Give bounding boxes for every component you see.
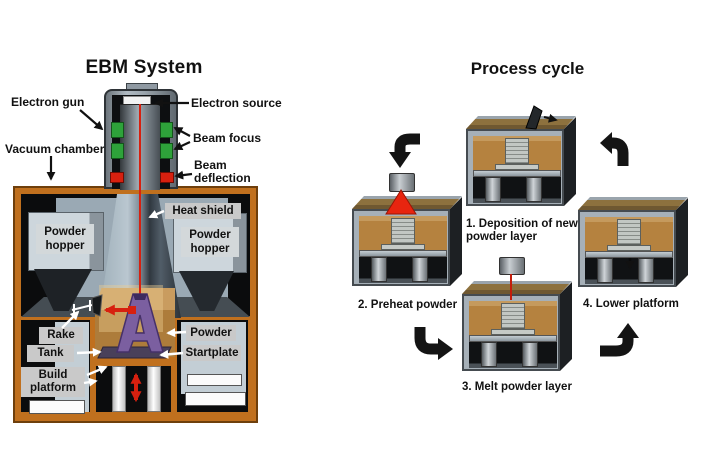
- process-box-deposition: [466, 116, 576, 206]
- beam-deflection-coil: [110, 172, 124, 183]
- melt-zone: [99, 285, 163, 332]
- tank-rim: [96, 357, 171, 366]
- cycle-arrow-2-to-3: [414, 327, 453, 360]
- beam-focus-label: Beam focus: [193, 131, 262, 145]
- piston-pit: [473, 177, 561, 203]
- vacuum-chamber-label: Vacuum chamber: [5, 142, 105, 156]
- electron-gun-label: Electron gun: [11, 95, 85, 109]
- step-1-label: 1. Deposition of new powder layer: [466, 218, 578, 243]
- powder-label: Powder: [186, 325, 236, 341]
- beam-deflection-arrow: [174, 170, 193, 180]
- electron-gun-arrow: [79, 109, 104, 131]
- cycle-arrow-1-to-2: [389, 133, 420, 168]
- beam-deflection-coil: [160, 172, 174, 183]
- beam-focus-coil: [160, 122, 173, 138]
- ebm-system-title: EBM System: [85, 57, 203, 78]
- platform-piston-right: [147, 366, 161, 412]
- box-front-face: [466, 129, 564, 206]
- cycle-arrow-4-to-1: [600, 132, 629, 166]
- beam-deflection-label: Beam deflection: [194, 158, 251, 185]
- piston: [485, 177, 502, 202]
- beam-focus-coil: [160, 143, 173, 159]
- platform-piston-left: [112, 366, 126, 412]
- tank-label: Tank: [27, 345, 74, 362]
- powder-bed: [473, 136, 561, 170]
- process-box-lower: [578, 197, 688, 287]
- cycle-arrow-3-to-4: [600, 323, 639, 357]
- preheat-gun: [389, 173, 415, 192]
- beam-focus-coil: [111, 143, 124, 159]
- build-platform-bar-left: [29, 400, 85, 414]
- heat-shield-label: Heat shield: [165, 203, 241, 219]
- powder-hopper-right-label: Powder hopper: [181, 227, 239, 257]
- process-cycle-title: Process cycle: [470, 59, 585, 78]
- box-side-face: [564, 117, 576, 206]
- build-platform-label: Build platform: [21, 367, 85, 397]
- box-top-face: [466, 116, 576, 129]
- process-box-preheat: [352, 196, 462, 286]
- electron-source-label: Electron source: [191, 96, 282, 110]
- step-2-label: 2. Preheat powder: [358, 299, 458, 311]
- rake-label: Rake: [39, 327, 83, 344]
- process-box-melt: [462, 281, 572, 371]
- step-3-label: 3. Melt powder layer: [462, 381, 572, 393]
- build-platform-bar-right-2: [185, 392, 246, 406]
- powder-hopper-left-label: Powder hopper: [36, 224, 94, 254]
- step-4-label: 4. Lower platform: [583, 298, 679, 310]
- gun-tube: [120, 104, 160, 190]
- piston: [525, 177, 542, 202]
- build-platform-plate: [473, 170, 561, 177]
- built-part: [495, 138, 539, 170]
- startplate-label: Startplate: [183, 345, 241, 361]
- build-platform-bar-right-1: [187, 374, 242, 386]
- melt-gun: [499, 257, 525, 275]
- beam-focus-coil: [111, 122, 124, 138]
